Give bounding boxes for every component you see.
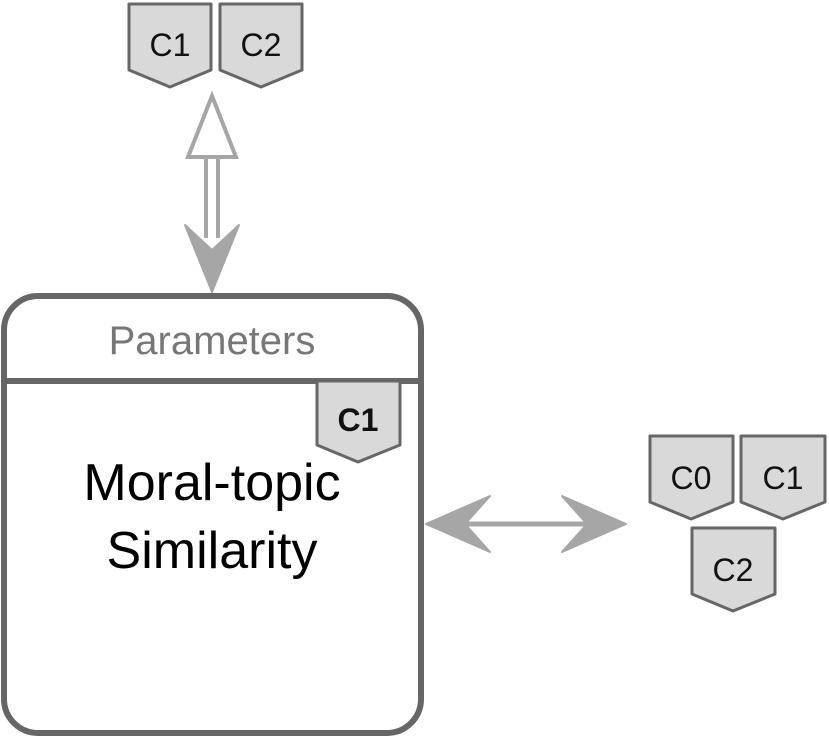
top-tag-c2: C2: [218, 2, 304, 89]
horizontal-double-arrow: [425, 495, 627, 553]
right-tag-c1-label: C1: [763, 460, 804, 496]
top-tag-c2-label: C2: [241, 27, 282, 63]
component-title-line2: Similarity: [107, 522, 318, 580]
right-tag-c1: C1: [739, 434, 827, 521]
top-tag-c1: C1: [127, 2, 213, 89]
component-title-line1: Moral-topic: [83, 454, 340, 512]
vertical-double-arrow: [184, 90, 240, 293]
component-badge: C1: [315, 379, 402, 464]
component-badge-label: C1: [338, 402, 379, 438]
right-tag-c0: C0: [648, 434, 735, 521]
right-tag-c2: C2: [690, 526, 777, 613]
right-tag-c2-label: C2: [713, 552, 754, 588]
component-box: Parameters C1 Moral-topic Similarity: [1, 293, 424, 736]
right-tag-c0-label: C0: [671, 460, 712, 496]
parameters-header: Parameters: [109, 319, 316, 363]
top-tag-c1-label: C1: [150, 27, 191, 63]
